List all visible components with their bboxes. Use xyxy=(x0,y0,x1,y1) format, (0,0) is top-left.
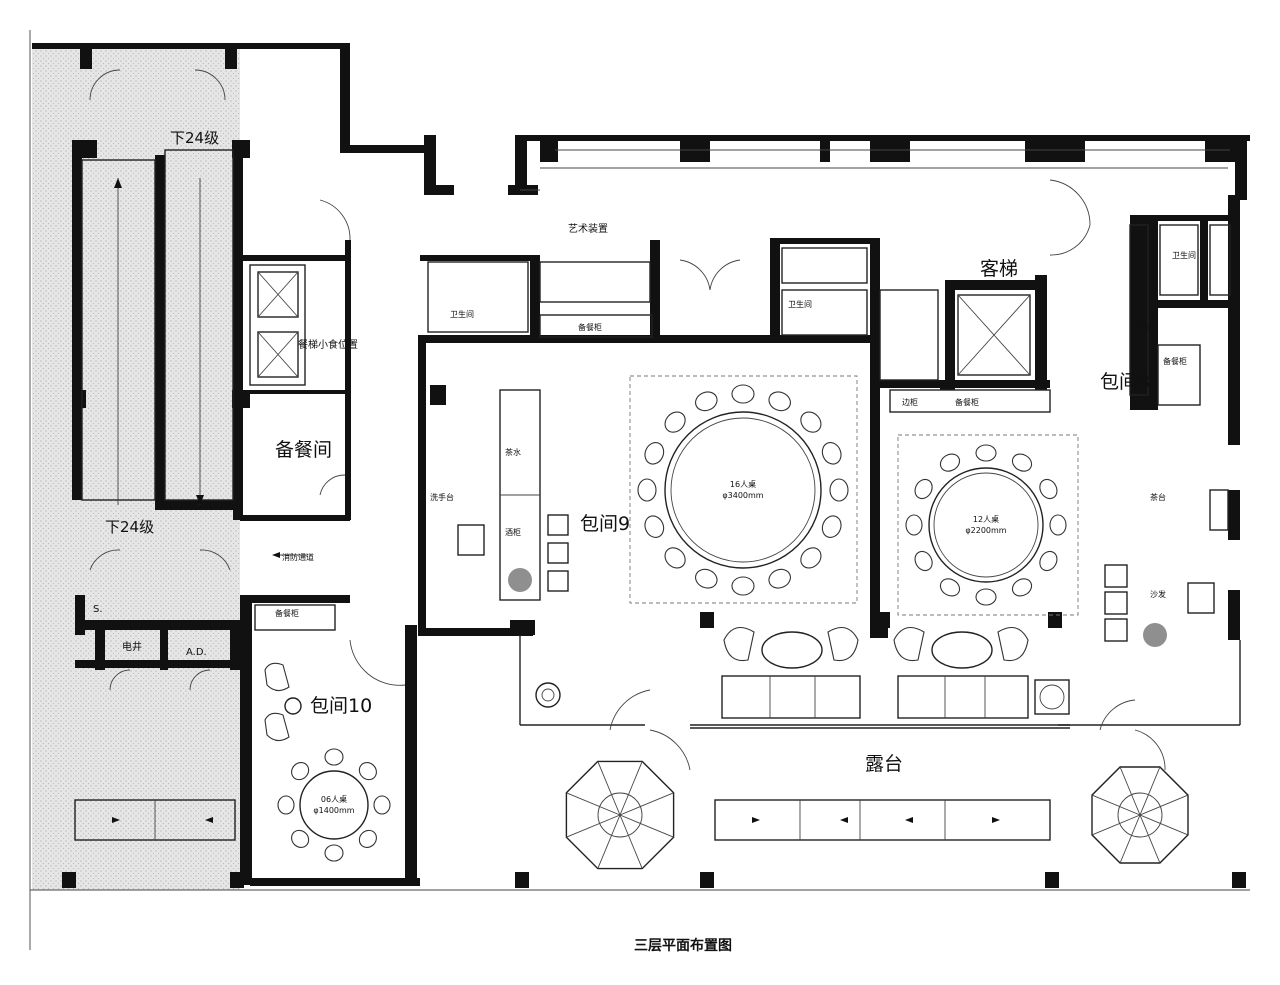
table06-size: φ1400mm xyxy=(313,806,354,815)
restroom-c-label: 卫生间 xyxy=(1172,250,1196,260)
lounge-seating xyxy=(535,626,1070,719)
chair xyxy=(731,576,755,596)
chair xyxy=(277,795,295,815)
chair xyxy=(358,829,377,848)
electric-shaft-label: 电井 xyxy=(122,640,142,653)
chair xyxy=(800,547,822,569)
chair xyxy=(324,844,344,862)
side-d-label: 酒柜 xyxy=(505,527,521,537)
table06-label: 06人桌 xyxy=(321,794,347,804)
table-6-seat xyxy=(277,748,391,862)
pantry-left-label: 备餐间 xyxy=(275,439,332,461)
side-g-label: 茶台 xyxy=(1150,492,1166,502)
labels: 下24级 下24级 备餐间 餐梯小食位置 艺术装置 卫生间 卫生间 卫生间 备餐… xyxy=(93,129,1196,954)
restroom-a-label: 卫生间 xyxy=(450,309,474,319)
chair xyxy=(1011,578,1033,597)
chair xyxy=(1049,514,1067,536)
table-zone-16 xyxy=(629,375,858,604)
side-c-label: 茶水 xyxy=(505,447,521,457)
chair xyxy=(1039,478,1058,500)
table16-size: φ3400mm xyxy=(722,491,763,500)
stair-down-bottom-label: 下24级 xyxy=(105,518,154,536)
chair xyxy=(800,411,822,433)
chair xyxy=(768,391,791,412)
chair xyxy=(731,384,755,404)
room9-label: 包间9 xyxy=(580,513,630,535)
public-corridor-area xyxy=(32,45,240,890)
chair xyxy=(939,453,961,472)
chair xyxy=(291,762,310,781)
cabinet-a-label: 备餐柜 xyxy=(578,322,602,332)
chair xyxy=(821,442,842,465)
restroom-b-label: 卫生间 xyxy=(788,299,812,309)
side-e-label: 储物 xyxy=(1136,322,1152,332)
cabinet-b-label: 备餐柜 xyxy=(955,397,979,407)
chair xyxy=(664,411,686,433)
walls xyxy=(32,43,1250,888)
chair xyxy=(695,568,718,589)
table16-label: 16人桌 xyxy=(730,479,756,489)
chair xyxy=(637,478,657,502)
door-swings xyxy=(89,69,1166,771)
plant-icon xyxy=(508,568,1167,647)
table-12-seat xyxy=(905,444,1067,606)
cabinet-c-label: 备餐柜 xyxy=(1163,356,1187,366)
terrace-label: 露台 xyxy=(865,753,903,775)
chair xyxy=(829,478,849,502)
fine-lines xyxy=(30,149,1250,891)
table12-label: 12人桌 xyxy=(973,514,999,524)
chair xyxy=(905,514,923,536)
drawing-title: 三层平面布置图 xyxy=(634,937,732,954)
chair xyxy=(939,578,961,597)
chair xyxy=(975,444,997,462)
chair xyxy=(975,588,997,606)
chair xyxy=(914,550,933,572)
s-shaft-label: S. xyxy=(93,604,103,615)
chair xyxy=(821,515,842,538)
cabinet-d-label: 备餐柜 xyxy=(275,608,299,618)
chair xyxy=(373,795,391,815)
room10-label: 包间10 xyxy=(310,695,372,717)
elevator-label: 客梯 xyxy=(980,258,1018,280)
table-zone-12 xyxy=(897,434,1079,616)
art-installation-label: 艺术装置 xyxy=(568,222,608,235)
chair xyxy=(1011,453,1033,472)
fire-passage-label: 消防通道 xyxy=(282,552,314,562)
direction-arrows xyxy=(112,178,1000,823)
stair-down-top-label: 下24级 xyxy=(170,129,219,147)
chair xyxy=(695,391,718,412)
chair xyxy=(768,568,791,589)
side-f-label: 沙发 xyxy=(1150,589,1166,599)
ad-shaft-label: A.D. xyxy=(186,647,207,658)
room8-label: 包间8 xyxy=(1100,371,1150,393)
terrace-umbrellas xyxy=(565,760,1189,870)
table12-size: φ2200mm xyxy=(965,526,1006,535)
side-b-label: 洗手台 xyxy=(430,492,454,502)
chair xyxy=(644,442,665,465)
chair xyxy=(664,547,686,569)
side-a-label: 边柜 xyxy=(902,397,918,407)
chair xyxy=(644,515,665,538)
chair xyxy=(914,478,933,500)
chair xyxy=(1039,550,1058,572)
table-16-seat xyxy=(637,384,849,596)
chair xyxy=(291,829,310,848)
chair xyxy=(358,762,377,781)
chair xyxy=(324,748,344,766)
small-storage-label: 餐梯小食位置 xyxy=(298,338,358,351)
